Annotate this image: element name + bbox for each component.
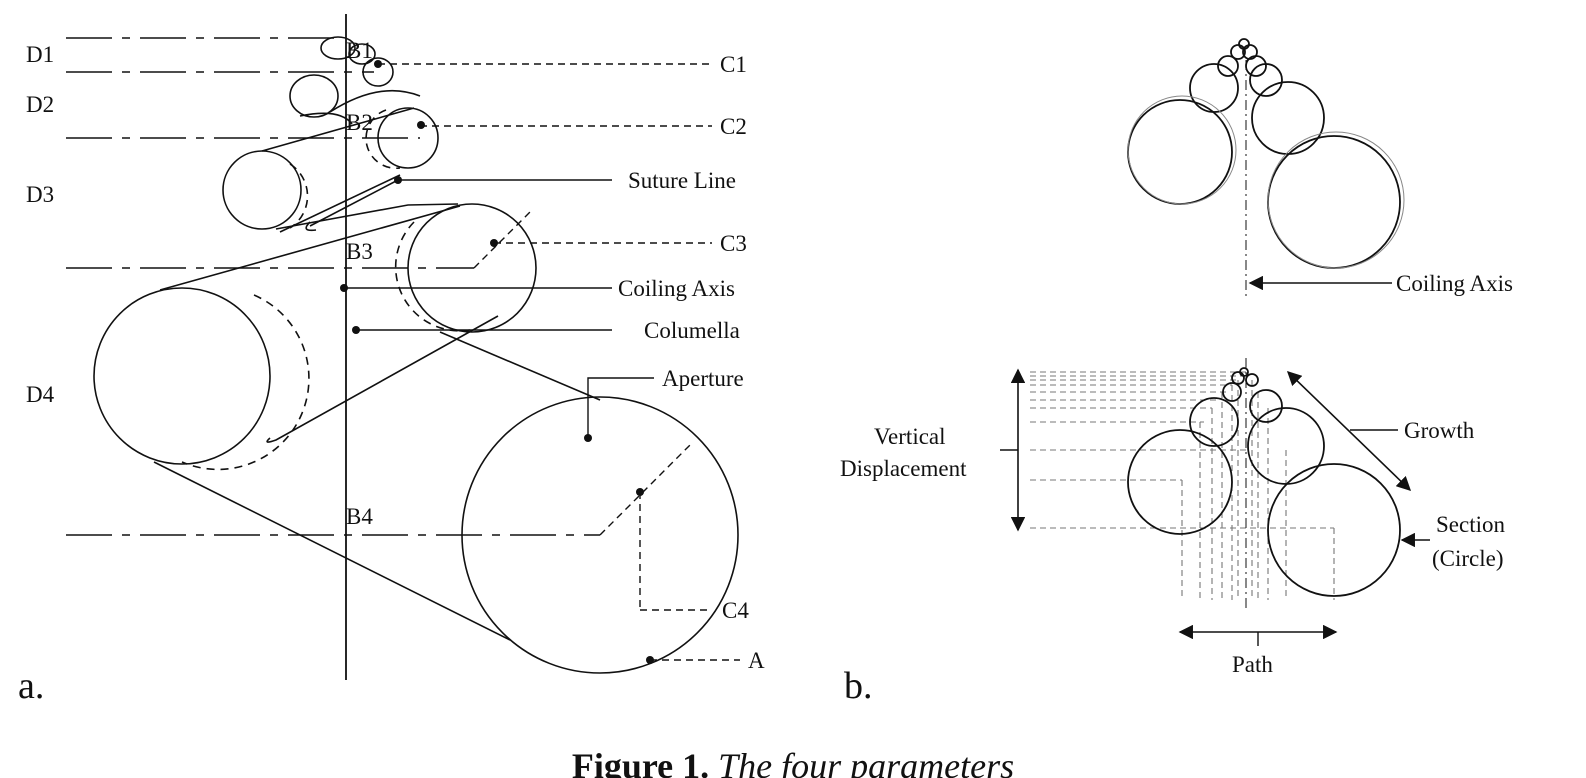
caption-text: The four parameters (718, 746, 1014, 778)
section-circles (1127, 367, 1401, 597)
label-section: Section (1436, 512, 1505, 537)
figure-caption: Figure 1. The four parameters (572, 746, 1014, 778)
label-c1: C1 (720, 52, 747, 77)
panel-a-diagram (66, 14, 740, 680)
label-d1: D1 (26, 42, 54, 67)
label-d4: D4 (26, 382, 55, 407)
shell-whorls (93, 36, 739, 674)
hidden-arcs (181, 109, 471, 471)
caption-separator: . (700, 746, 718, 778)
label-c3: C3 (720, 231, 747, 256)
label-c2: C2 (720, 114, 747, 139)
label-coiling-axis-b: Coiling Axis (1396, 271, 1513, 296)
label-columella: Columella (644, 318, 740, 343)
growth-arrow (1286, 370, 1412, 492)
c-lines (378, 63, 740, 661)
label-coiling-axis-a: Coiling Axis (618, 276, 735, 301)
label-d3: D3 (26, 182, 54, 207)
label-b3: B3 (346, 239, 373, 264)
panel-b-bottom-diagram (1000, 358, 1430, 646)
label-a: A (748, 648, 765, 673)
b-lines (66, 37, 600, 536)
label-vertical: Vertical (874, 424, 946, 449)
label-b1: B1 (346, 38, 373, 63)
label-path: Path (1232, 652, 1273, 677)
panel-label-b: b. (844, 665, 873, 707)
label-c4: C4 (722, 598, 749, 623)
panel-a-labels: D1 D2 D3 D4 B1 B2 B3 B4 C1 C2 C3 C4 A Su… (18, 38, 765, 707)
label-displacement: Displacement (840, 456, 967, 481)
guide-lines (1030, 371, 1335, 600)
panel-label-a: a. (18, 665, 44, 707)
label-d2: D2 (26, 92, 54, 117)
label-circle: (Circle) (1432, 546, 1504, 571)
label-suture-line: Suture Line (628, 168, 736, 193)
caption-label: Figure 1 (572, 746, 700, 778)
label-b2: B2 (346, 110, 373, 135)
panel-b-labels: Coiling Axis Vertical Displacement Growt… (840, 271, 1513, 707)
marker-dots (340, 60, 654, 664)
label-aperture: Aperture (662, 366, 744, 391)
panel-b-top-diagram (1127, 38, 1405, 300)
label-growth: Growth (1404, 418, 1475, 443)
leader-lines (344, 179, 654, 438)
label-b4: B4 (346, 504, 373, 529)
